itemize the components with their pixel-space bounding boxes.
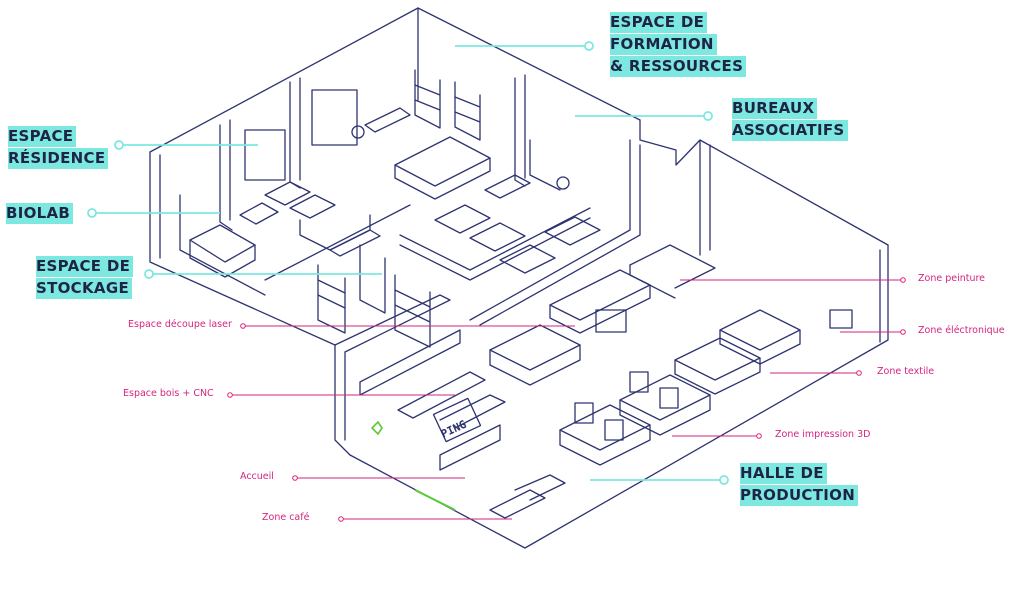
- ping-sign: PING: [439, 418, 469, 441]
- big-label-dots: [87, 41, 729, 485]
- big-label-connectors: [95, 45, 720, 481]
- production-benches: [559, 309, 853, 466]
- label-zone-textile: Zone textile: [877, 366, 935, 377]
- label-zone-peinture: Zone peinture: [918, 273, 986, 284]
- laser-area: [549, 244, 716, 334]
- label-zone-electronique: Zone éléctronique: [918, 325, 1005, 336]
- biolab-tables: [239, 181, 381, 257]
- small-label-dots: [227, 277, 906, 522]
- storage-shelves: [317, 244, 431, 348]
- entrance-door: [414, 489, 456, 511]
- interior-walls: [179, 74, 711, 441]
- bureaux-furniture: [399, 139, 601, 281]
- label-zone-impression-3d: Zone impression 3D: [775, 429, 871, 440]
- residence-furniture: [189, 129, 286, 278]
- label-accueil: Accueil: [240, 471, 274, 482]
- plant-icon: [370, 420, 383, 436]
- formation-furniture: [311, 69, 491, 200]
- label-biolab: BIOLAB: [6, 203, 74, 225]
- label-bois-cnc: Espace bois + CNC: [123, 388, 214, 399]
- cafe-furniture: [489, 474, 566, 519]
- label-decoupe-laser: Espace découpe laser: [128, 319, 232, 330]
- label-zone-cafe: Zone café: [262, 512, 310, 523]
- small-label-connectors: [231, 279, 901, 520]
- wood-area: [397, 324, 581, 471]
